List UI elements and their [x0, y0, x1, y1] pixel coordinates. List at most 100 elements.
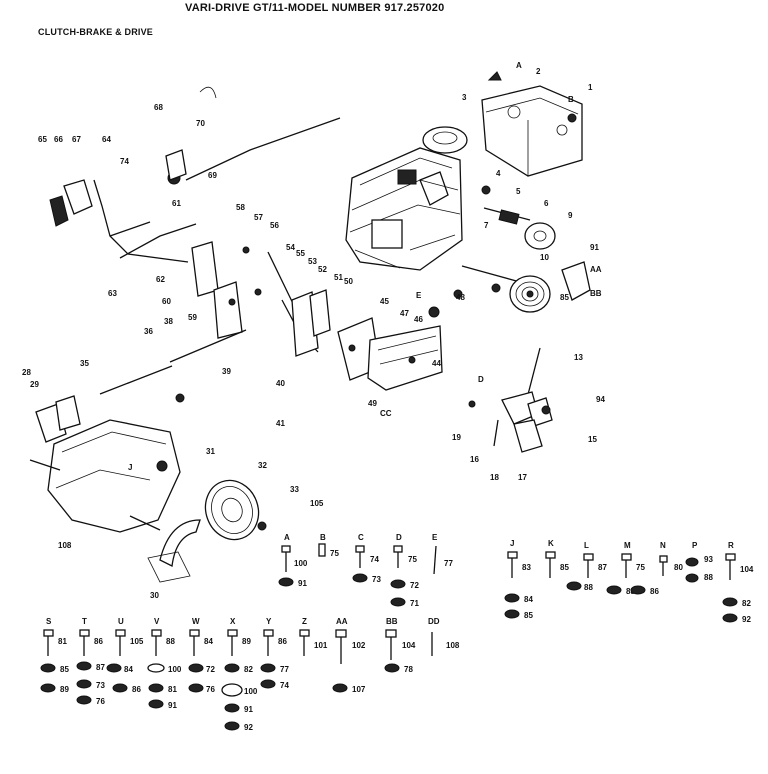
svg-text:80: 80	[674, 563, 683, 572]
callout-68: 68	[154, 103, 163, 112]
svg-text:92: 92	[244, 723, 253, 732]
clutch-bracket-assembly[interactable]	[337, 289, 463, 391]
callout-45: 45	[380, 297, 389, 306]
svg-text:82: 82	[742, 599, 751, 608]
hw-X[interactable]: X 89 82 91 92	[224, 617, 253, 732]
callout-50: 50	[344, 277, 353, 286]
svg-text:73: 73	[96, 681, 105, 690]
callout-1: 1	[588, 83, 593, 92]
brake-linkage[interactable]	[99, 241, 331, 395]
callout-labels: 1 2 3 4 5 6 7 9 10 13 15 16 17 18 19 28 …	[22, 61, 605, 600]
hw-DD[interactable]: DD 108	[428, 617, 460, 656]
belt-guard[interactable]	[147, 519, 201, 583]
hw-A[interactable]: A 100 91	[278, 533, 308, 588]
callout-51: 51	[334, 273, 343, 282]
callout-61: 61	[172, 199, 181, 208]
transaxle-pulley[interactable]	[197, 473, 267, 547]
svg-text:P: P	[692, 541, 698, 550]
hw-E[interactable]: E 77	[432, 533, 453, 575]
callout-58: 58	[236, 203, 245, 212]
callout-65: 65	[38, 135, 47, 144]
svg-text:91: 91	[168, 701, 177, 710]
svg-text:91: 91	[298, 579, 307, 588]
svg-text:75: 75	[408, 555, 417, 564]
callout-62: 62	[156, 275, 165, 284]
callout-10: 10	[540, 253, 549, 262]
callout-35: 35	[80, 359, 89, 368]
speed-control-assembly[interactable]	[468, 347, 553, 453]
svg-text:76: 76	[96, 697, 105, 706]
callout-53: 53	[308, 257, 317, 266]
callout-31: 31	[206, 447, 215, 456]
hw-W[interactable]: W 84 72 76 100	[188, 617, 258, 697]
hw-K[interactable]: K 85 88	[545, 539, 593, 592]
drive-pulleys[interactable]	[461, 185, 591, 313]
hw-Z[interactable]: Z 101	[299, 617, 328, 656]
svg-text:85: 85	[560, 563, 569, 572]
svg-text:Y: Y	[266, 617, 272, 626]
svg-text:M: M	[624, 541, 631, 550]
hw-AA[interactable]: AA 102 107	[332, 617, 366, 694]
svg-text:Z: Z	[302, 617, 307, 626]
callout-105: 105	[310, 499, 324, 508]
hw-M[interactable]: M 75 86	[621, 541, 659, 596]
callout-74: 74	[120, 157, 129, 166]
hw-BB[interactable]: BB 104 78	[384, 617, 416, 674]
svg-text:W: W	[192, 617, 200, 626]
svg-text:75: 75	[330, 549, 339, 558]
callout-70: 70	[196, 119, 205, 128]
hw-N[interactable]: N 80	[659, 541, 683, 576]
letter-J: J	[128, 463, 132, 472]
hw-R[interactable]: R 104 82 92	[722, 541, 754, 624]
callout-39: 39	[222, 367, 231, 376]
svg-text:87: 87	[598, 563, 607, 572]
engine-assembly[interactable]	[345, 126, 468, 271]
hw-V[interactable]: V 88 100 81 91	[147, 617, 182, 710]
svg-text:82: 82	[244, 665, 253, 674]
svg-text:92: 92	[742, 615, 751, 624]
letter-E: E	[416, 291, 422, 300]
svg-text:75: 75	[636, 563, 645, 572]
svg-text:72: 72	[206, 665, 215, 674]
svg-text:86: 86	[94, 637, 103, 646]
svg-text:100: 100	[294, 559, 308, 568]
hw-U[interactable]: U 105 84 86	[106, 617, 144, 694]
svg-text:85: 85	[60, 665, 69, 674]
svg-text:102: 102	[352, 641, 366, 650]
callout-59: 59	[188, 313, 197, 322]
clutch-pedal-lever[interactable]	[49, 86, 341, 263]
svg-text:K: K	[548, 539, 554, 548]
callout-19: 19	[452, 433, 461, 442]
hw-C[interactable]: C 74 73	[352, 533, 381, 584]
svg-text:AA: AA	[336, 617, 348, 626]
svg-text:100: 100	[168, 665, 182, 674]
hw-Y[interactable]: Y 86 77 74	[260, 617, 289, 690]
hardware-legend: A 100 91 B 75 C 74 73 D 75 72 71	[40, 533, 754, 732]
hw-J[interactable]: J 83 84 85	[504, 539, 533, 620]
svg-text:89: 89	[60, 685, 69, 694]
hw-S[interactable]: S 81 85 89	[40, 617, 69, 694]
callout-56: 56	[270, 221, 279, 230]
hw-P[interactable]: P 93 88	[685, 541, 713, 583]
callout-6: 6	[544, 199, 549, 208]
callout-48: 48	[456, 293, 465, 302]
callout-28: 28	[22, 368, 31, 377]
engine-bracket[interactable]	[481, 71, 583, 177]
transaxle[interactable]	[29, 393, 185, 533]
svg-text:105: 105	[130, 637, 144, 646]
hw-B[interactable]: B 75	[318, 533, 339, 558]
svg-text:D: D	[396, 533, 402, 542]
callout-2: 2	[536, 67, 541, 76]
hw-D[interactable]: D 75 72 71	[390, 533, 419, 608]
svg-text:101: 101	[314, 641, 328, 650]
callout-5: 5	[516, 187, 521, 196]
callout-66: 66	[54, 135, 63, 144]
callout-55: 55	[296, 249, 305, 258]
callout-38: 38	[164, 317, 173, 326]
callout-46: 46	[414, 315, 423, 324]
svg-text:72: 72	[410, 581, 419, 590]
callout-67: 67	[72, 135, 81, 144]
hw-L[interactable]: L 87 88	[583, 541, 635, 596]
svg-text:V: V	[154, 617, 160, 626]
hw-T[interactable]: T 86 87 73 76	[76, 617, 105, 706]
